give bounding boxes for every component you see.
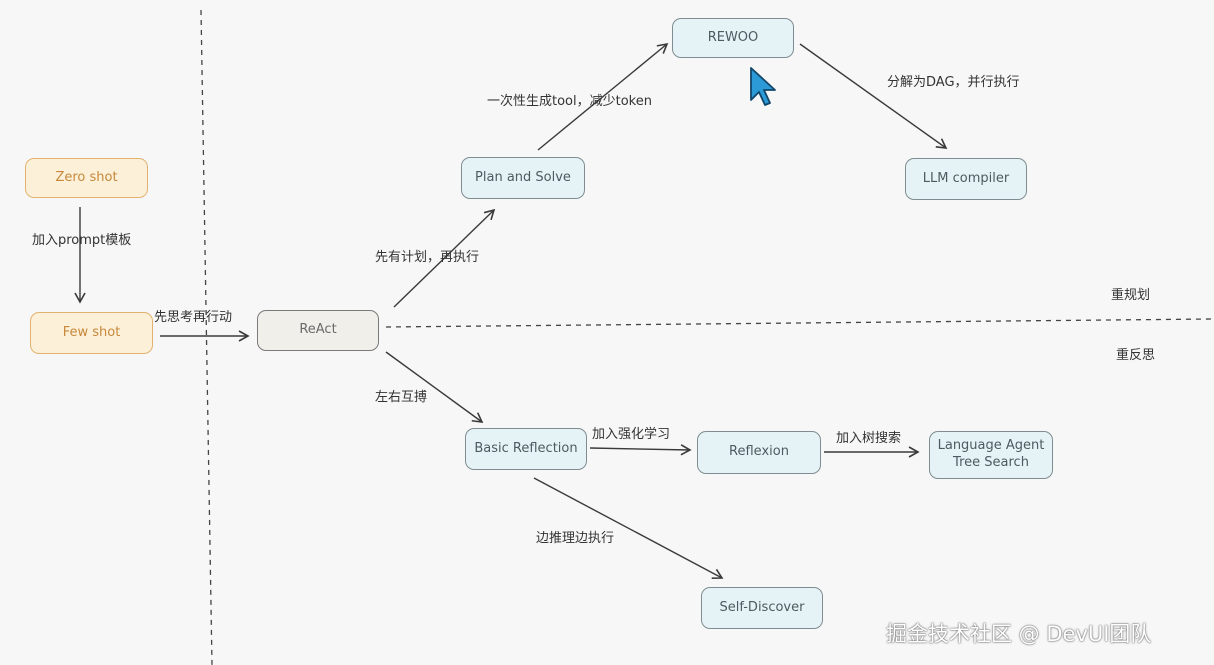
node-zero-shot: Zero shot — [25, 158, 148, 198]
watermark: 掘金技术社区 @ DevUI团队 — [886, 622, 1152, 646]
region-label-replan: 重规划 — [1111, 288, 1151, 303]
node-few-shot: Few shot — [30, 312, 153, 354]
horizontal-divider — [385, 318, 1213, 328]
node-language-agent-tree-search: Language Agent Tree Search — [929, 431, 1053, 479]
edge-plan-to-rewoo — [537, 42, 669, 151]
edge-react-to-plan — [393, 208, 496, 308]
edge-rewoo-to-llm — [799, 43, 948, 149]
edge-basic-to-selfdiscover — [533, 477, 724, 579]
edge-react-to-basic — [385, 351, 484, 423]
edge-label-generate-tool-once: 一次性生成tool，减少token — [487, 94, 652, 109]
node-basic-reflection: Basic Reflection — [465, 428, 587, 470]
node-reflexion: Reflexion — [697, 431, 821, 474]
edge-label-add-rl: 加入强化学习 — [592, 427, 671, 442]
mouse-cursor-icon — [750, 67, 776, 106]
node-llm-compiler: LLM compiler — [905, 158, 1027, 200]
edge-label-add-prompt-template: 加入prompt模板 — [32, 233, 132, 248]
region-label-reflect: 重反思 — [1116, 348, 1156, 363]
node-self-discover: Self-Discover — [701, 587, 823, 629]
node-plan-and-solve: Plan and Solve — [461, 157, 585, 199]
edge-label-decompose-dag: 分解为DAG，并行执行 — [887, 75, 1020, 90]
edge-label-think-then-act: 先思考再行动 — [154, 310, 233, 325]
edge-basic-to-reflexion — [589, 444, 692, 456]
edge-label-plan-then-execute: 先有计划，再执行 — [375, 250, 480, 265]
node-react: ReAct — [257, 310, 379, 351]
edge-label-left-right-fight: 左右互搏 — [375, 390, 428, 405]
node-rewoo: REWOO — [672, 18, 794, 58]
vertical-divider — [200, 9, 213, 665]
edge-label-reason-while-executing: 边推理边执行 — [536, 531, 615, 546]
edge-label-add-tree-search: 加入树搜索 — [836, 431, 902, 446]
